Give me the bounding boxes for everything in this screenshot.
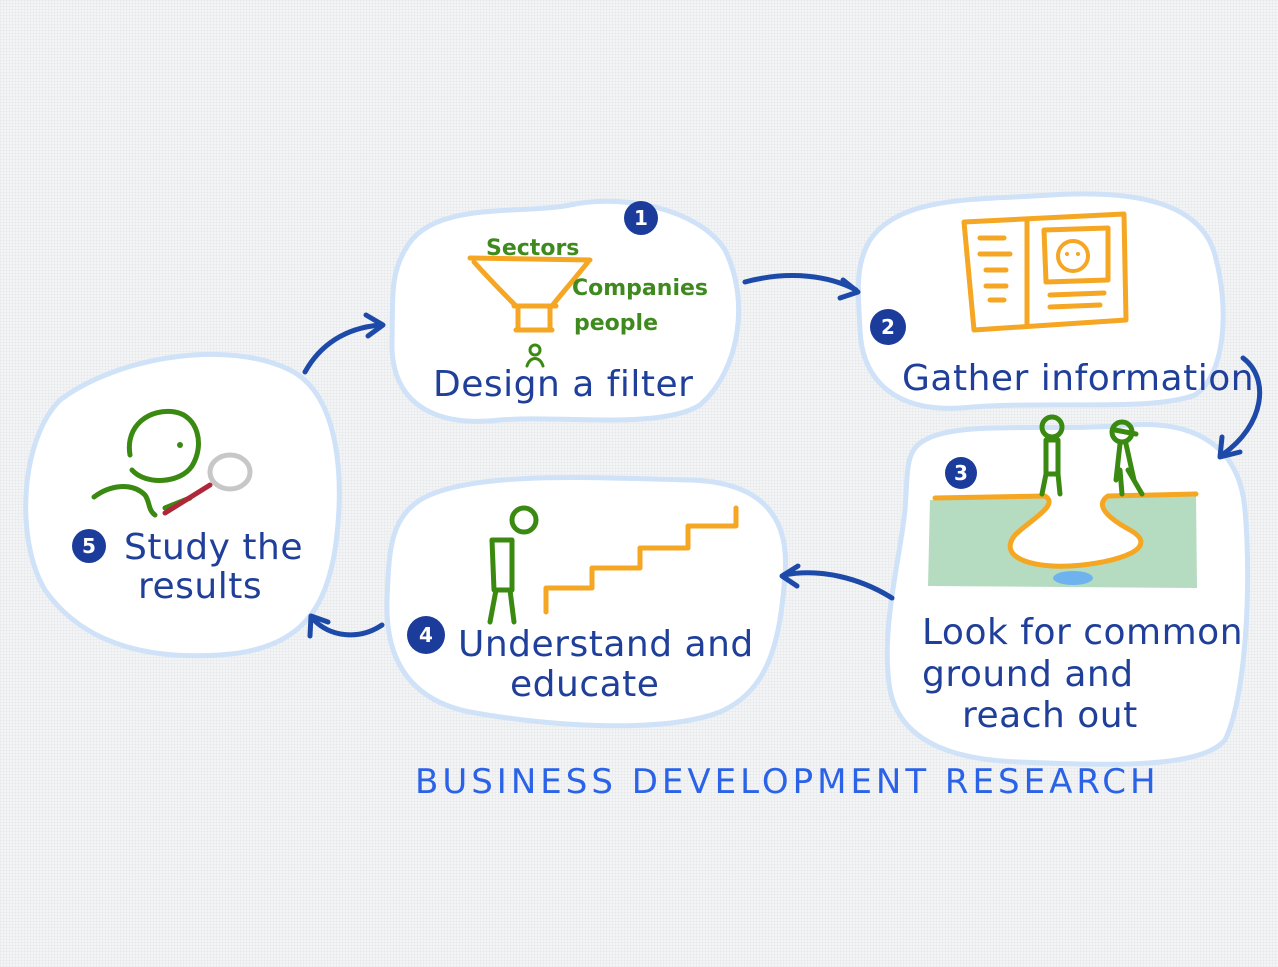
step-5-badge: 5 [72, 529, 106, 563]
funnel-icon [467, 255, 593, 333]
svg-text:1: 1 [634, 206, 648, 230]
arrow-4-to-5 [307, 613, 385, 639]
step-1-label: Design a filter [433, 364, 693, 405]
document-icon [961, 211, 1129, 333]
person-right-icon [1109, 419, 1145, 497]
diagram-title: BUSINESS DEVELOPMENT RESEARCH [415, 762, 1160, 802]
step-2-badge: 2 [870, 309, 906, 345]
step-3-label-line-2: ground and [922, 654, 1134, 695]
step-4-label-line-1: Understand and [458, 624, 754, 665]
svg-text:2: 2 [881, 315, 895, 339]
step-2-cloud [855, 191, 1226, 411]
funnel-label-people: people [574, 311, 658, 336]
step-5-label-line-2: results [138, 566, 262, 607]
person-icon [525, 343, 545, 368]
magnifier-icon [162, 452, 253, 516]
arrow-5-to-1 [302, 312, 386, 375]
funnel-label-companies: Companies [572, 276, 708, 301]
step-5-label-line-1: Study the [124, 527, 303, 568]
step-3-label-line-3: reach out [962, 695, 1138, 736]
arrow-2-to-3 [1217, 355, 1263, 460]
person-left-icon [1039, 414, 1065, 497]
step-4-label-line-2: educate [510, 664, 659, 705]
svg-text:4: 4 [419, 623, 433, 647]
step-1-badge: 1 [624, 201, 658, 235]
step-5-cloud [23, 351, 342, 659]
step-3-badge: 3 [945, 457, 977, 489]
arrow-1-to-2 [742, 273, 861, 301]
step-4-badge: 4 [407, 616, 445, 654]
arrow-3-to-4 [779, 563, 895, 601]
pond-illustration [928, 491, 1199, 588]
funnel-label-sectors: Sectors [486, 236, 579, 261]
step-2-label: Gather information [902, 358, 1254, 399]
stairs-icon [543, 505, 739, 615]
svg-text:3: 3 [954, 461, 968, 485]
step-3-label-line-1: Look for common [922, 612, 1243, 653]
person-icon-step-4 [487, 505, 539, 625]
svg-text:5: 5 [82, 534, 96, 558]
